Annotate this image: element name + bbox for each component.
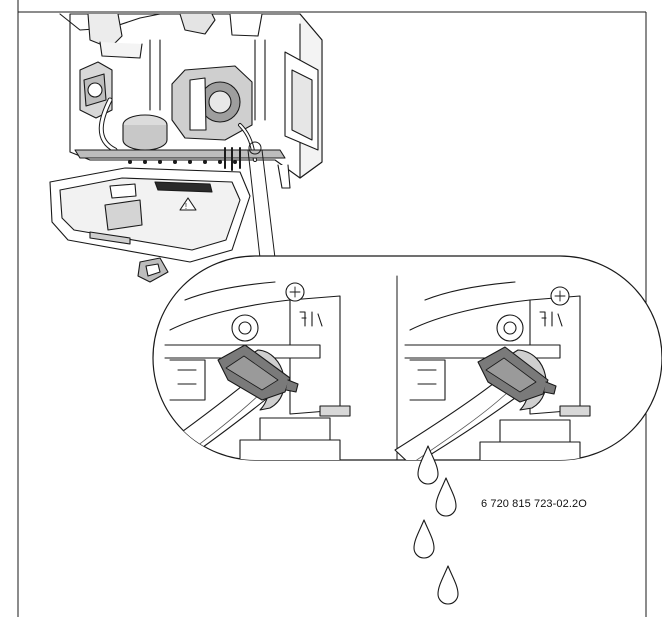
figure-reference-code: 6 720 815 723-02.2O bbox=[481, 498, 587, 510]
detail-view-disconnected bbox=[394, 281, 591, 460]
water-droplet bbox=[435, 477, 457, 517]
water-droplet bbox=[437, 565, 459, 605]
water-droplet bbox=[413, 519, 435, 559]
callout-origin-circle bbox=[248, 141, 262, 155]
water-droplet bbox=[417, 445, 439, 485]
boiler-unit-illustration: ! bbox=[49, 13, 323, 283]
warning-triangle-mark: ! bbox=[185, 202, 187, 211]
callout-leader-lines bbox=[247, 149, 276, 259]
water-droplets bbox=[413, 445, 459, 605]
